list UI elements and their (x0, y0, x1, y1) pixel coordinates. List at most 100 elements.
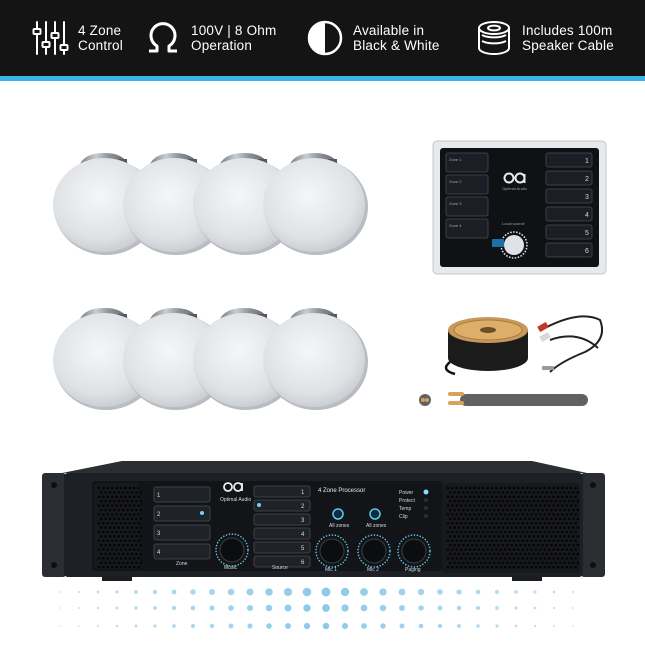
knob-mic-1 (315, 534, 349, 568)
feature-line1: Available in (353, 23, 425, 38)
wall-source-number: 3 (585, 194, 589, 201)
pattern-dot (303, 622, 311, 630)
cable-reel-icon (478, 21, 510, 55)
pattern-dot (59, 625, 61, 627)
pattern-dot (266, 623, 272, 629)
amp-indicator-label: Protect (399, 498, 415, 504)
pattern-dot (77, 606, 81, 610)
wall-zone-label: Zone 4 (449, 223, 462, 228)
pattern-dot (533, 590, 537, 594)
ceiling-speaker (258, 145, 370, 257)
pattern-dot (115, 624, 119, 628)
pattern-dot (417, 588, 425, 596)
pattern-dot (571, 590, 575, 594)
amp-knob-label: Mic 2 (367, 567, 379, 573)
pattern-dot (437, 623, 443, 629)
pattern-dot (152, 589, 158, 595)
amp-source-number: 1 (301, 490, 305, 496)
pattern-dot (134, 624, 138, 628)
amp-zone-number: 1 (157, 493, 161, 499)
wall-source-number: 4 (585, 212, 589, 219)
amp-right-vent-holes (446, 486, 580, 569)
amp-zone-number: 3 (157, 531, 161, 537)
pattern-dot (171, 589, 177, 595)
pattern-dot (379, 588, 387, 596)
pattern-dot (209, 623, 215, 629)
sliders-icon (32, 21, 69, 55)
amp-knob-label: Zone (176, 561, 188, 567)
pattern-dot (190, 589, 196, 595)
banner-accent-stripe (0, 76, 645, 81)
wall-brand-text: Optimal Audio (502, 186, 528, 191)
wall-source-number: 6 (585, 248, 589, 255)
pattern-dot (514, 606, 518, 610)
pattern-dot (380, 623, 386, 629)
feature-black-white: Available in Black & White (305, 16, 440, 60)
pattern-dot (322, 622, 330, 630)
pattern-dot (514, 624, 518, 628)
amp-zone-buttons: 1 2 3 4 (153, 486, 211, 560)
knob-mic-2 (357, 534, 391, 568)
half-circle-icon (307, 20, 343, 56)
pattern-dot (172, 624, 176, 628)
wall-zone-buttons: Zone 1 Zone 2 Zone 3 Zone 4 (445, 152, 489, 239)
pattern-dot (456, 605, 462, 611)
feature-speaker-cable: Includes 100m Speaker Cable (474, 16, 614, 60)
amp-source-number: 5 (301, 546, 305, 552)
feature-line1: 100V | 8 Ohm (191, 23, 277, 38)
pattern-dot (228, 605, 234, 611)
amp-model-title: 4 Zone Processor (318, 488, 365, 494)
speaker-cable-sample (419, 392, 588, 406)
feature-line1: 4 Zone (78, 23, 122, 38)
pattern-dot (361, 623, 367, 629)
feature-100v-8-ohm: 100V | 8 Ohm Operation (143, 16, 276, 60)
four-zone-amplifier: 1 2 3 4 Optimal Audio 1 2 3 4 5 6 4 Zone… (42, 461, 605, 581)
pattern-dot (59, 607, 61, 609)
wall-source-number: 5 (585, 230, 589, 237)
cable-accessories (419, 315, 604, 406)
amp-all-zones-buttons: All zones All zones (329, 508, 387, 529)
amp-left-vent (94, 483, 140, 569)
amp-source-buttons: 1 2 3 4 5 6 (253, 485, 311, 568)
pattern-dot (209, 589, 215, 595)
pattern-dot (190, 605, 196, 611)
amp-all-zones-label: All zones (329, 523, 350, 529)
pattern-dot (514, 590, 518, 594)
pattern-dot (322, 604, 330, 612)
amp-source-number: 6 (301, 560, 305, 566)
wall-volume-knob (492, 231, 528, 259)
feature-line2: Speaker Cable (522, 38, 614, 53)
pattern-dot (572, 607, 574, 609)
amp-left-vent-holes (97, 486, 143, 569)
pattern-dot (418, 605, 424, 611)
pattern-dot (553, 625, 555, 627)
pattern-dot (437, 589, 443, 595)
amp-all-zones-label: All zones (366, 523, 387, 529)
amp-indicator-label: Power (399, 490, 414, 496)
pattern-dot (457, 624, 461, 628)
pattern-dot (495, 606, 499, 610)
pattern-dot (265, 588, 273, 596)
pattern-dot (115, 606, 119, 610)
pattern-dot (228, 623, 234, 629)
amp-source-number: 4 (301, 532, 305, 538)
pattern-dot (190, 623, 196, 629)
pattern-dot (552, 606, 556, 610)
wall-zone-label: Zone 2 (449, 179, 462, 184)
pattern-dot (437, 605, 443, 611)
wall-source-buttons: 1 2 3 4 5 6 (545, 152, 593, 258)
pattern-dot (379, 604, 387, 612)
pattern-dot (96, 590, 100, 594)
pattern-dot (399, 605, 405, 611)
pattern-dot (533, 606, 537, 610)
rca-audio-lead (537, 315, 604, 373)
pattern-dot (360, 604, 368, 612)
pattern-dot (494, 589, 500, 595)
pattern-dot (246, 588, 254, 596)
pattern-dot (96, 624, 100, 628)
pattern-dot (246, 604, 254, 612)
amp-status-indicators: Power Protect Temp Clip (399, 489, 429, 520)
pattern-dot (456, 589, 462, 595)
pattern-dot (572, 625, 574, 627)
pattern-dot (533, 624, 537, 628)
